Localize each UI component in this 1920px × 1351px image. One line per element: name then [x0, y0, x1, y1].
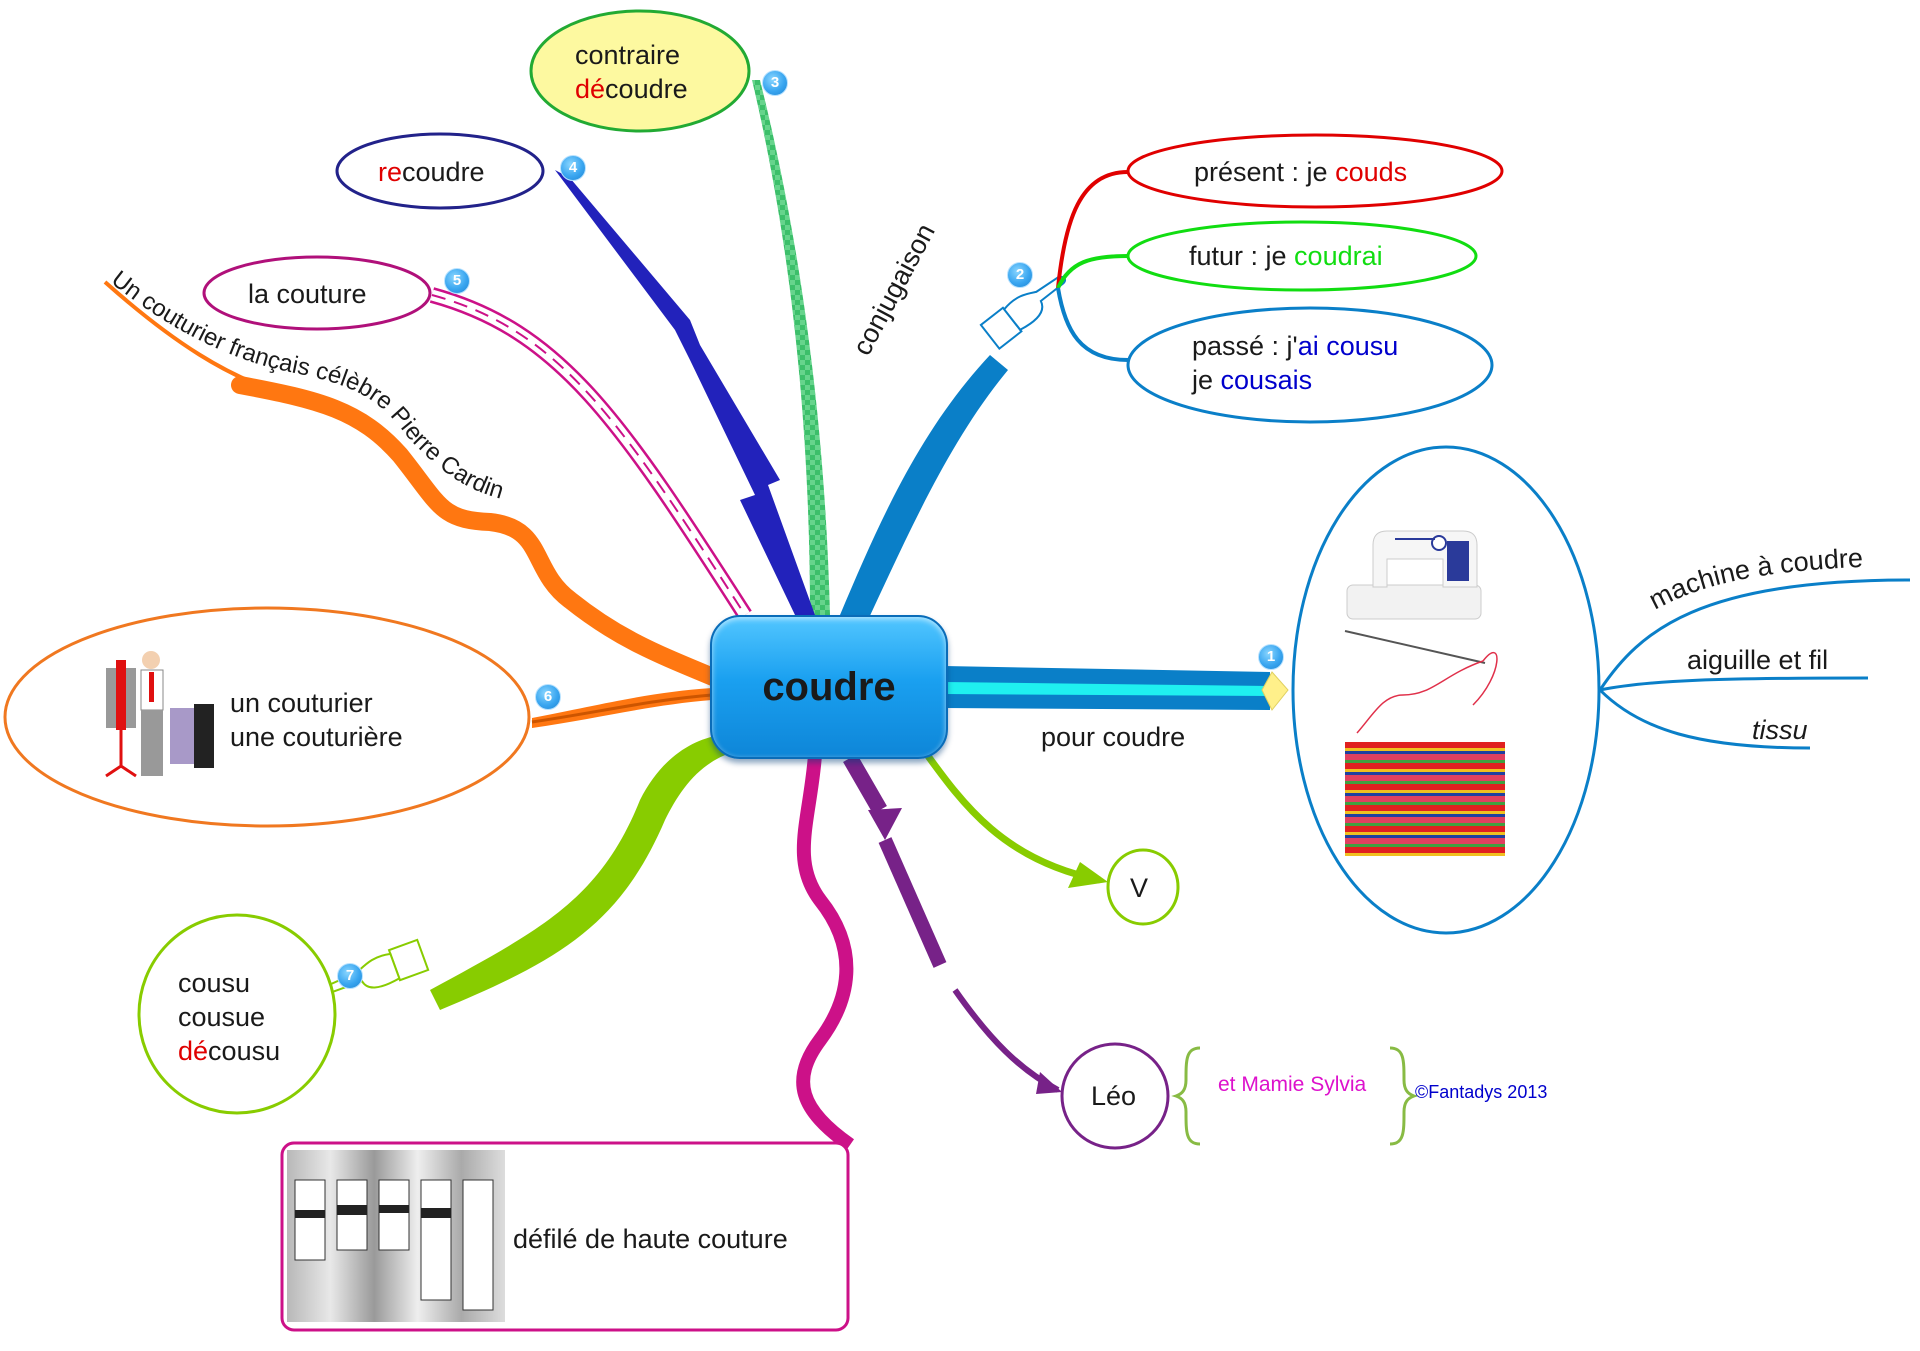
badge-7: 7	[337, 963, 363, 989]
node-v-shape	[1106, 848, 1180, 926]
node-couture-shape	[202, 255, 432, 331]
badge-2: 2	[1007, 262, 1033, 288]
bracket-text: et Mamie Sylvia	[1218, 1073, 1367, 1096]
passe-word1: ai cousu	[1297, 331, 1399, 361]
node-leo[interactable]: Léo	[1091, 1081, 1137, 1111]
central-node-label: coudre	[762, 664, 896, 709]
node-couturier-shape	[3, 606, 531, 828]
decousu-prefix: dé	[178, 1036, 209, 1066]
badge-1: 1	[1258, 644, 1284, 670]
badge-4: 4	[560, 155, 586, 181]
contraire-line1: contraire	[575, 40, 681, 70]
bracket-right	[1389, 1046, 1419, 1146]
present-prefix: présent : je	[1194, 157, 1336, 187]
node-futur-shape	[1126, 220, 1478, 292]
decousu-word: décousu	[178, 1034, 280, 1068]
recoudre-prefix: re	[378, 157, 403, 187]
fabric-rolls-icon	[1345, 742, 1505, 856]
branch-1-label: pour coudre	[1041, 722, 1186, 752]
decoudre-rest: coudre	[605, 74, 688, 104]
branch-2-connector	[840, 355, 1008, 620]
node-couturier[interactable]: un couturier une couturière	[230, 686, 403, 754]
decoudre-prefix: dé	[575, 74, 606, 104]
recoudre-rest: coudre	[402, 157, 485, 187]
pointing-hand-icon-2	[979, 275, 1066, 351]
passe-line2-prefix: je	[1192, 365, 1221, 395]
node-cousu-shape	[137, 913, 337, 1115]
node-leo-shape	[1060, 1042, 1170, 1150]
item-tissu[interactable]: tissu	[1752, 715, 1808, 745]
present-word: couds	[1335, 157, 1408, 187]
node-recoudre[interactable]: recoudre	[378, 155, 485, 189]
node-passe[interactable]: passé : j'ai cousu je cousais	[1192, 329, 1398, 397]
node-futur[interactable]: futur : je coudrai	[1189, 239, 1383, 273]
passe-prefix: passé : j'	[1192, 331, 1298, 361]
node-present-shape	[1126, 133, 1504, 209]
node-passe-shape	[1126, 306, 1494, 424]
bracket-left	[1171, 1046, 1201, 1146]
node-v[interactable]: V	[1130, 873, 1149, 903]
branch-4-connector	[555, 170, 815, 615]
badge-5: 5	[444, 268, 470, 294]
passe-word2: cousais	[1220, 365, 1313, 395]
central-node[interactable]: coudre	[710, 615, 948, 759]
couturier-line2: une couturière	[230, 722, 403, 752]
branch-3-connector	[752, 80, 830, 615]
copyright-text: ©Fantadys 2013	[1415, 1082, 1548, 1102]
node-la-couture[interactable]: la couture	[248, 279, 367, 309]
fashion-show-photo-icon	[287, 1150, 505, 1322]
needle-thread-icon	[1343, 625, 1503, 735]
defile-branch-connector	[796, 754, 855, 1151]
futur-word: coudrai	[1294, 241, 1383, 271]
badge-6: 6	[535, 684, 561, 710]
diamond-connector-icon	[1261, 671, 1289, 711]
tailor-illustration-icon	[96, 648, 220, 784]
cousu-line1: cousu	[178, 968, 251, 998]
sewing-machine-icon	[1343, 525, 1485, 625]
node-cousu[interactable]: cousu cousue décousu	[178, 966, 280, 1068]
decoudre-word: découdre	[575, 72, 688, 106]
v-arrow-connector	[917, 742, 1101, 884]
badge-3: 3	[762, 70, 788, 96]
cousu-line2: cousue	[178, 1002, 266, 1032]
machine-label: machine à coudre	[1644, 543, 1864, 615]
node-defile[interactable]: défilé de haute couture	[513, 1224, 788, 1254]
item-aiguille-et-fil[interactable]: aiguille et fil	[1687, 645, 1829, 675]
decousu-rest: cousu	[208, 1036, 281, 1066]
leo-arrow-connector	[843, 754, 887, 814]
node-present[interactable]: présent : je couds	[1194, 155, 1407, 189]
futur-prefix: futur : je	[1189, 241, 1295, 271]
node-contraire-shape	[529, 9, 751, 133]
node-contraire[interactable]: contraire découdre	[575, 38, 688, 106]
branch-7-connector	[430, 735, 740, 1010]
node-recoudre-shape	[335, 132, 545, 210]
couturier-line1: un couturier	[230, 688, 373, 718]
